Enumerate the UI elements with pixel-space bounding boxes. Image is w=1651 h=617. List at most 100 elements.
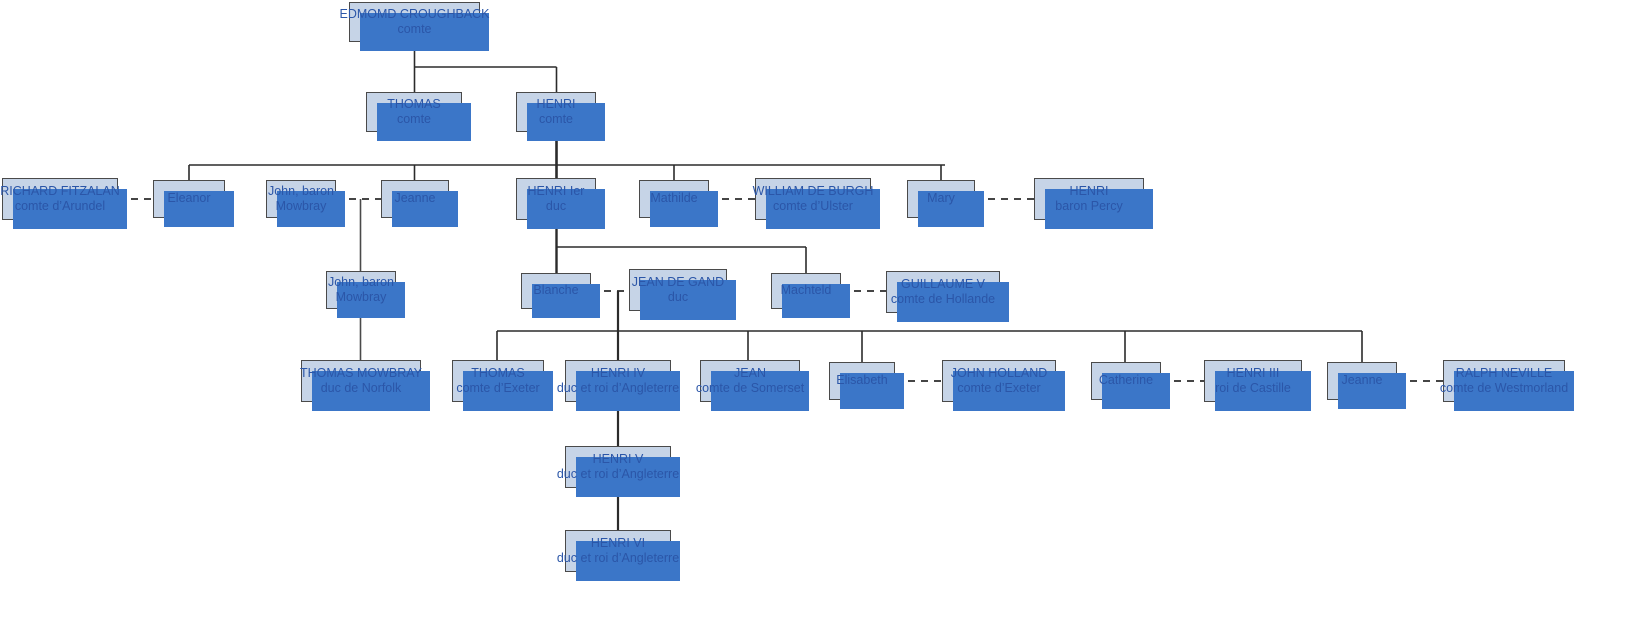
node-shadow — [576, 371, 680, 411]
person-node-jeanne2[interactable]: Jeanne — [1327, 362, 1406, 409]
node-shadow — [360, 13, 489, 51]
person-title: comte d’Ulster — [773, 199, 853, 213]
person-name: HENRI VI — [590, 536, 646, 551]
node-shadow — [13, 189, 127, 229]
person-name: JOHN HOLLAND — [950, 366, 1048, 381]
node-shadow — [392, 191, 458, 227]
person-title: duc de Norfolk — [320, 381, 402, 395]
person-title: comte de Somerset — [695, 381, 805, 395]
node-shadow — [576, 457, 680, 497]
person-name: HENRI — [1069, 184, 1109, 199]
person-name: Mary — [927, 191, 955, 206]
person-name: Mathilde — [650, 191, 698, 206]
node-shadow — [532, 284, 600, 318]
person-name: THOMAS MOWBRAY — [300, 366, 422, 381]
person-name: THOMAS — [471, 366, 525, 381]
person-title: Mowbray — [335, 290, 387, 304]
person-title: comte de Hollande — [890, 292, 996, 306]
person-title: comte — [538, 112, 574, 126]
person-node-mary[interactable]: Mary — [907, 180, 984, 227]
person-name: HENRI III — [1226, 366, 1280, 381]
node-shadow — [527, 103, 605, 141]
person-node-machteld[interactable]: Machteld — [771, 273, 850, 318]
node-shadow — [953, 371, 1065, 411]
person-node-mathilde[interactable]: Mathilde — [639, 180, 718, 227]
person-name: John, baron — [327, 275, 395, 290]
node-shadow — [527, 189, 605, 229]
person-title: roi de Castille — [1215, 381, 1291, 395]
node-shadow — [766, 189, 880, 229]
node-shadow — [576, 541, 680, 581]
person-title: duc et roi d’Angleterre — [556, 381, 680, 395]
person-name: RICHARD FITZALAN — [0, 184, 120, 199]
node-shadow — [1102, 373, 1170, 409]
person-name: Machteld — [780, 283, 832, 298]
person-node-jeanne1[interactable]: Jeanne — [381, 180, 458, 227]
person-title: comte — [396, 112, 432, 126]
person-name: HENRI IV — [590, 366, 646, 381]
person-title: duc — [545, 199, 567, 213]
node-shadow — [897, 282, 1009, 322]
person-title: comte — [397, 22, 432, 36]
person-name: Catherine — [1098, 373, 1154, 388]
person-node-eleanor[interactable]: Eleanor — [153, 180, 234, 227]
person-name: EDMOMD CROUGHBACK — [339, 7, 490, 22]
node-shadow — [711, 371, 809, 411]
person-name: GUILLAUME V — [900, 277, 986, 292]
person-name: HENRI V — [592, 452, 644, 467]
person-name: Eleanor — [167, 191, 211, 206]
node-shadow — [1454, 371, 1574, 411]
node-shadow — [164, 191, 234, 227]
person-title: Mowbray — [275, 199, 327, 213]
person-name: JEAN — [734, 366, 766, 381]
person-title: comte d’Exeter — [957, 381, 1041, 395]
person-node-blanche[interactable]: Blanche — [521, 273, 600, 318]
person-title: comte d’Arundel — [14, 199, 106, 213]
person-name: HENRI — [536, 97, 576, 112]
person-title: duc et roi d’Angleterre — [556, 551, 680, 565]
person-name: JEAN DE GAND — [631, 275, 725, 290]
person-name: WILLIAM DE BURGH — [752, 184, 874, 199]
person-name: Elisabeth — [836, 373, 888, 388]
person-name: RALPH NEVILLE — [1455, 366, 1553, 381]
person-title: baron Percy — [1055, 199, 1123, 213]
person-name: HENRI Ier — [527, 184, 585, 199]
person-title: duc et roi d’Angleterre — [556, 467, 680, 481]
person-title: duc — [667, 290, 689, 304]
person-title: comte de Westmorland — [1439, 381, 1569, 395]
person-name: Jeanne — [394, 191, 436, 206]
person-name: John, baron — [267, 184, 335, 199]
person-name: Blanche — [533, 283, 579, 298]
node-shadow — [840, 373, 904, 409]
node-shadow — [650, 191, 718, 227]
node-shadow — [1215, 371, 1311, 411]
person-name: Jeanne — [1341, 373, 1383, 388]
person-title: comte d’Exeter — [456, 381, 540, 395]
node-shadow — [277, 191, 345, 227]
node-shadow — [1338, 373, 1406, 409]
person-node-catherine[interactable]: Catherine — [1091, 362, 1170, 409]
person-node-elisabeth[interactable]: Elisabeth — [829, 362, 904, 409]
node-shadow — [782, 284, 850, 318]
